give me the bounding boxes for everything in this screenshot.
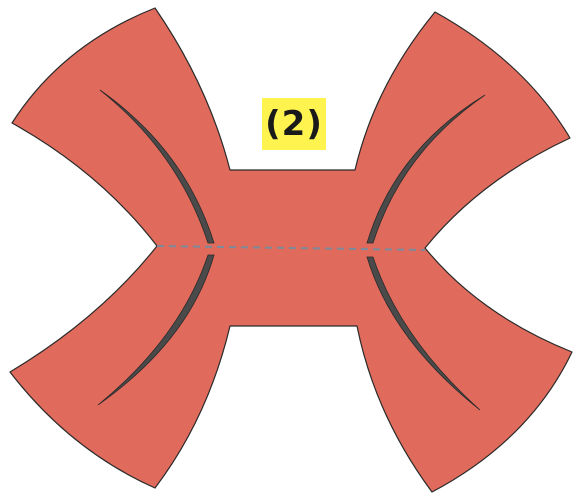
slit-upper-left [99, 89, 215, 244]
fold-line [156, 245, 426, 251]
label-highlight [262, 98, 326, 150]
slit-lower-left [97, 254, 215, 406]
slit-upper-right [366, 94, 486, 244]
bow-shape [9, 7, 573, 493]
slit-lower-right [366, 256, 481, 411]
step-label: (2) [265, 104, 323, 144]
